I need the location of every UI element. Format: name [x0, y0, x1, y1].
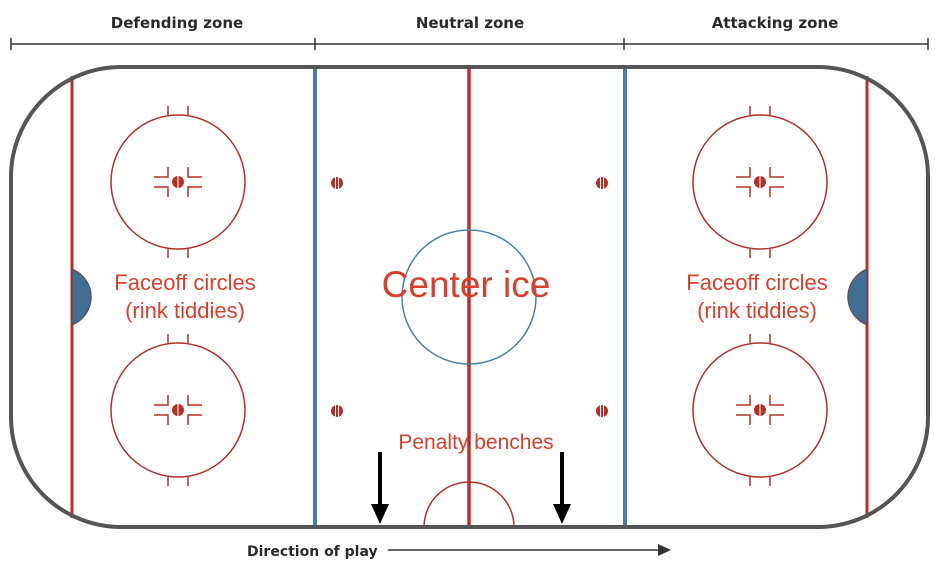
neutral-dot-top-right [595, 176, 609, 190]
defending-zone-label: Defending zone [111, 14, 243, 32]
penalty-bench-arrow-right [553, 452, 571, 524]
rink-boards [9, 65, 930, 529]
neutral-dot-top-left [330, 176, 344, 190]
neutral-dot-bottom-right [595, 404, 609, 418]
faceoff-right-label-line1: Faceoff circles [686, 270, 827, 295]
direction-of-play-label: Direction of play [247, 544, 378, 560]
faceoff-circle-attacking-top [692, 105, 828, 259]
faceoff-right-label-line2: (rink tiddies) [697, 298, 817, 323]
referee-crease [423, 481, 515, 528]
neutral-dot-bottom-left [330, 404, 344, 418]
faceoff-circle-attacking-bottom [692, 333, 828, 487]
penalty-bench-arrow-left [371, 452, 389, 524]
faceoff-circle-defending-top [110, 105, 246, 259]
center-ice-label: Center ice [382, 264, 551, 305]
direction-arrow-icon [388, 544, 671, 556]
faceoff-left-label-line1: Faceoff circles [114, 270, 255, 295]
center-ice-circle [401, 229, 537, 365]
faceoff-circle-defending-bottom [110, 333, 246, 487]
attacking-zone-label: Attacking zone [712, 14, 839, 32]
left-goal-crease [71, 268, 92, 326]
penalty-benches-label: Penalty benches [398, 431, 553, 454]
neutral-zone-label: Neutral zone [416, 14, 524, 32]
faceoff-left-label-line2: (rink tiddies) [125, 298, 245, 323]
right-goal-crease [847, 268, 868, 326]
zone-dimension-line [10, 38, 929, 50]
